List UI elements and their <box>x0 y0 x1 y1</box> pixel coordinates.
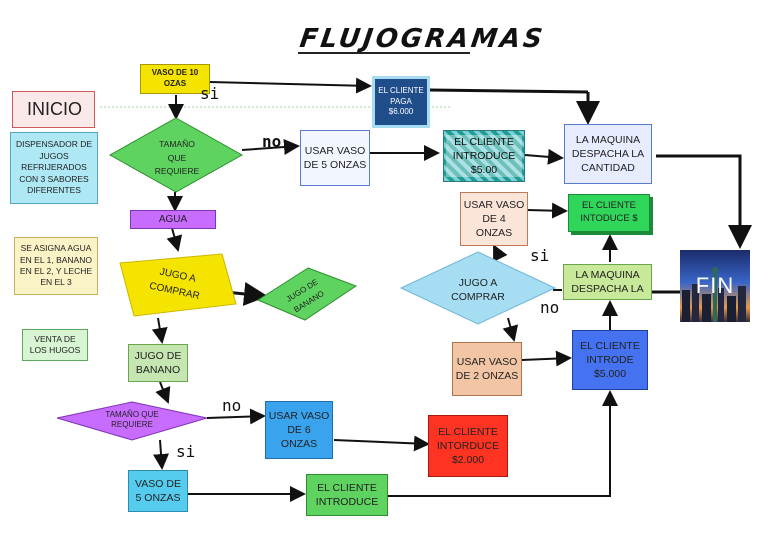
usar2-box: USAR VASO DE 2 ONZAS <box>452 342 522 396</box>
cliente-paga-text: EL CLIENTE PAGA $6.000 <box>378 85 424 117</box>
label-no-3: no <box>540 298 560 317</box>
maquina-despacha-box: LA MAQUINA DESPACHA LA <box>563 264 652 300</box>
venta-text: VENTA DE LOS HUGOS <box>29 333 81 355</box>
tamano-diamond-shape <box>108 117 244 193</box>
arrow-vaso10-paga <box>209 77 372 94</box>
cliente-intoduce-text: EL CLIENTE INTODUCE $ <box>580 200 638 224</box>
cliente-intoduce-box: EL CLIENTE INTODUCE $ <box>568 194 650 232</box>
vaso10-text: VASO DE 10 OZAS <box>151 68 199 88</box>
cliente2000-text: EL CLIENTE INTORDUCE $2.000 <box>436 425 500 467</box>
inicio-box: INICIO <box>12 91 95 128</box>
arrow-jugo-jugobanano <box>151 317 168 344</box>
usar5-box: USAR VASO DE 5 ONZAS <box>300 130 370 186</box>
maquina-cantidad-text: LA MAQUINA DESPACHA LA CANTIDAD <box>571 133 645 175</box>
arrow-usar2-5000 <box>521 350 572 367</box>
cliente2000-box: EL CLIENTE INTORDUCE $2.000 <box>428 415 508 477</box>
line-paga-right <box>429 88 589 94</box>
jugo-comprar2-label: JUGO A COMPRAR <box>451 277 505 303</box>
usar2-text: USAR VASO DE 2 ONZAS <box>455 355 519 382</box>
maquina-cantidad-box: LA MAQUINA DESPACHA LA CANTIDAD <box>564 124 652 184</box>
fin-box: FIN <box>680 250 750 322</box>
arrow-cliente-maquina <box>524 148 564 165</box>
arrow-jugo2-usar4 <box>493 244 508 263</box>
arrow-maquina-fin <box>656 154 752 249</box>
arrow-tamano-usar5 <box>241 139 300 155</box>
vaso6-text: USAR VASO DE 6 ONZAS <box>268 409 330 451</box>
cliente5000-top-box: EL CLIENTE INTRODUCE $5.00 <box>443 130 525 182</box>
tamano2-diamond-shape <box>56 401 208 441</box>
jugo-comprar-diamond-shape <box>119 253 237 317</box>
label-no-1: no <box>262 132 282 151</box>
tamano2-label: TAMAÑO QUE REQUIERE <box>105 410 159 430</box>
label-si-3: si <box>530 246 550 265</box>
venta-box: VENTA DE LOS HUGOS <box>22 329 88 361</box>
arrow-tamano2-vaso5 <box>153 439 169 470</box>
usar4-text: USAR VASO DE 4 ONZAS <box>463 198 525 240</box>
label-si-2: si <box>176 442 196 461</box>
jugo-banano-text: JUGO DE BANANO <box>134 349 182 376</box>
cliente5000-text: EL CLIENTE INTRODE $5.000 <box>580 339 640 381</box>
usar5-text: USAR VASO DE 5 ONZAS <box>303 144 367 171</box>
agua-box: AGUA <box>130 210 216 229</box>
vaso5-bottom-box: VASO DE 5 ONZAS <box>128 470 188 512</box>
fin-text: FIN <box>695 273 735 299</box>
arrow-vaso6-cliente2000 <box>333 435 430 452</box>
label-si-1: si <box>200 84 220 103</box>
cliente5000-top-text: EL CLIENTE INTRODUCE $5.00 <box>446 134 522 178</box>
agua-text: AGUA <box>158 213 188 225</box>
arrow-agua-jugo <box>166 227 183 252</box>
label-no-2: no <box>222 396 242 415</box>
dispensador-box: DISPENSADOR DE JUGOS REFRIJERADOS CON 3 … <box>10 132 98 204</box>
cliente-paga-box: EL CLIENTE PAGA $6.000 <box>372 76 430 128</box>
jugo-banano-box: JUGO DE BANANO <box>128 344 188 382</box>
tamano1-label: TAMAÑO QUE REQUIERE <box>154 139 200 177</box>
cliente-introduce-text: EL CLIENTE INTRODUCE <box>315 481 379 508</box>
arrow-cliente-5000 <box>388 390 618 497</box>
inicio-text: INICIO <box>27 99 83 120</box>
arrow-jugo2-usar2 <box>502 317 519 342</box>
arrow-jugobanano-tamano2 <box>155 381 171 404</box>
vaso5-bottom-text: VASO DE 5 ONZAS <box>135 477 181 504</box>
cliente5000-box: EL CLIENTE INTRODE $5.000 <box>572 330 648 390</box>
dispensador-text: DISPENSADOR DE JUGOS REFRIJERADOS CON 3 … <box>15 139 93 196</box>
jugo-banano-diamond-shape <box>256 267 358 321</box>
jugo-comprar2-diamond-shape <box>399 251 557 325</box>
skyline-icon <box>682 267 746 322</box>
maquina-despacha-text: LA MAQUINA DESPACHA LA <box>571 268 644 295</box>
title-underline <box>298 52 470 54</box>
vaso6-box: USAR VASO DE 6 ONZAS <box>265 401 333 459</box>
cliente-introduce-box: EL CLIENTE INTRODUCE <box>306 474 388 516</box>
arrow-tamano2-vaso6 <box>206 408 266 425</box>
vaso10-box: VASO DE 10 OZAS <box>140 64 210 94</box>
asigna-box: SE ASIGNA AGUA EN EL 1, BANANO EN EL 2, … <box>14 237 98 295</box>
asigna-text: SE ASIGNA AGUA EN EL 1, BANANO EN EL 2, … <box>19 243 93 288</box>
usar4-box: USAR VASO DE 4 ONZAS <box>460 192 528 246</box>
arrow-usar4-intoduce <box>526 202 568 219</box>
